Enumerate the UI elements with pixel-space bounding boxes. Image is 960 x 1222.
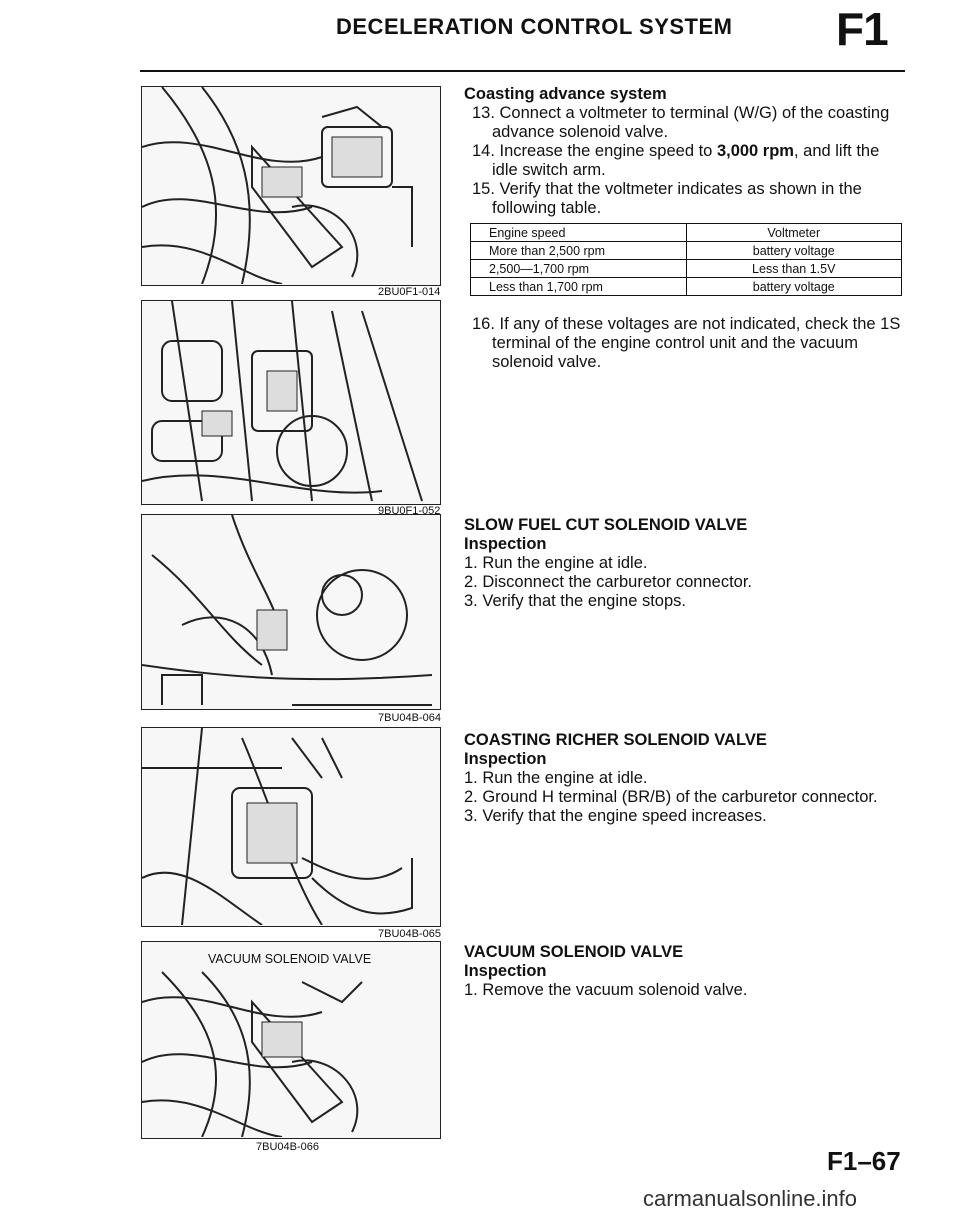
voltage-table: Engine speed Voltmeter More than 2,500 r…: [470, 223, 902, 296]
page-number: F1–67: [827, 1146, 901, 1176]
table-cell: Less than 1.5V: [685, 259, 902, 278]
coasting-richer-section: COASTING RICHER SOLENOID VALVE Inspectio…: [464, 731, 904, 826]
table-row: More than 2,500 rpm battery voltage: [470, 241, 902, 260]
table-row: 2,500—1,700 rpm Less than 1.5V: [470, 259, 902, 278]
list-item: 3. Verify that the engine stops.: [464, 592, 686, 610]
list-item: 1. Run the engine at idle.: [464, 769, 648, 787]
list-item: 3. Verify that the engine speed increase…: [464, 807, 767, 825]
list-item: 2. Disconnect the carburetor connector.: [464, 573, 752, 591]
figure-vacuum-solenoid-valve: VACUUM SOLENOID VALVE: [141, 941, 441, 1139]
table-row: Less than 1,700 rpm battery voltage: [470, 277, 902, 296]
table-header: Voltmeter: [685, 223, 902, 242]
step-16: 16. If any of these voltages are not ind…: [472, 315, 901, 371]
figure-vacuum-solenoid-check: [141, 300, 441, 505]
list-item: 1. Run the engine at idle.: [464, 554, 648, 572]
figure-code: 7BU04B-065: [378, 928, 441, 940]
section-subtitle: Inspection: [464, 750, 547, 768]
page-title: DECELERATION CONTROL SYSTEM: [336, 14, 733, 39]
figure-code: 7BU04B-064: [378, 712, 441, 724]
table-cell: Less than 1,700 rpm: [470, 277, 687, 296]
coasting-advance-section: Coasting advance system 13. Connect a vo…: [464, 85, 904, 218]
header-rule: [140, 70, 905, 72]
section-title: VACUUM SOLENOID VALVE: [464, 943, 684, 961]
section-code: F1: [836, 3, 889, 55]
list-item: 2. Ground H terminal (BR/B) of the carbu…: [464, 788, 878, 806]
rpm-value: 3,000 rpm: [716, 142, 794, 160]
section-heading: Coasting advance system: [464, 85, 667, 103]
engine-illustration: [142, 515, 433, 706]
step-13: 13. Connect a voltmeter to terminal (W/G…: [472, 104, 890, 141]
table-header-row: Engine speed Voltmeter: [470, 223, 902, 242]
table-cell: battery voltage: [685, 241, 902, 260]
engine-illustration: [142, 87, 413, 284]
vacuum-solenoid-section: VACUUM SOLENOID VALVE Inspection 1. Remo…: [464, 943, 904, 1000]
figure-coasting-advance-voltmeter: [141, 86, 441, 286]
slow-fuel-cut-section: SLOW FUEL CUT SOLENOID VALVE Inspection …: [464, 516, 904, 611]
engine-illustration: [142, 728, 413, 925]
figure-code: 2BU0F1-014: [378, 286, 441, 298]
watermark: carmanualsonline.info: [643, 1186, 858, 1211]
figure-ground-h-terminal: [141, 727, 441, 927]
step-15: 15. Verify that the voltmeter indicates …: [472, 180, 862, 217]
table-cell: More than 2,500 rpm: [470, 241, 687, 260]
step-16-block: 16. If any of these voltages are not ind…: [464, 315, 904, 372]
table-header: Engine speed: [470, 223, 687, 242]
section-title: COASTING RICHER SOLENOID VALVE: [464, 731, 767, 749]
section-subtitle: Inspection: [464, 962, 547, 980]
table-cell: 2,500—1,700 rpm: [470, 259, 687, 278]
figure-disconnect-carburetor-connector: [141, 514, 441, 710]
engine-illustration: [142, 971, 363, 1137]
engine-illustration: [142, 301, 423, 502]
figure-label: VACUUM SOLENOID VALVE: [208, 952, 372, 966]
figure-code: 7BU04B-066: [256, 1141, 319, 1153]
step-14: 14. Increase the engine speed to 3,000 r…: [472, 142, 880, 179]
section-subtitle: Inspection: [464, 535, 547, 553]
table-cell: battery voltage: [685, 277, 902, 296]
list-item: 1. Remove the vacuum solenoid valve.: [464, 981, 748, 999]
section-title: SLOW FUEL CUT SOLENOID VALVE: [464, 516, 748, 534]
